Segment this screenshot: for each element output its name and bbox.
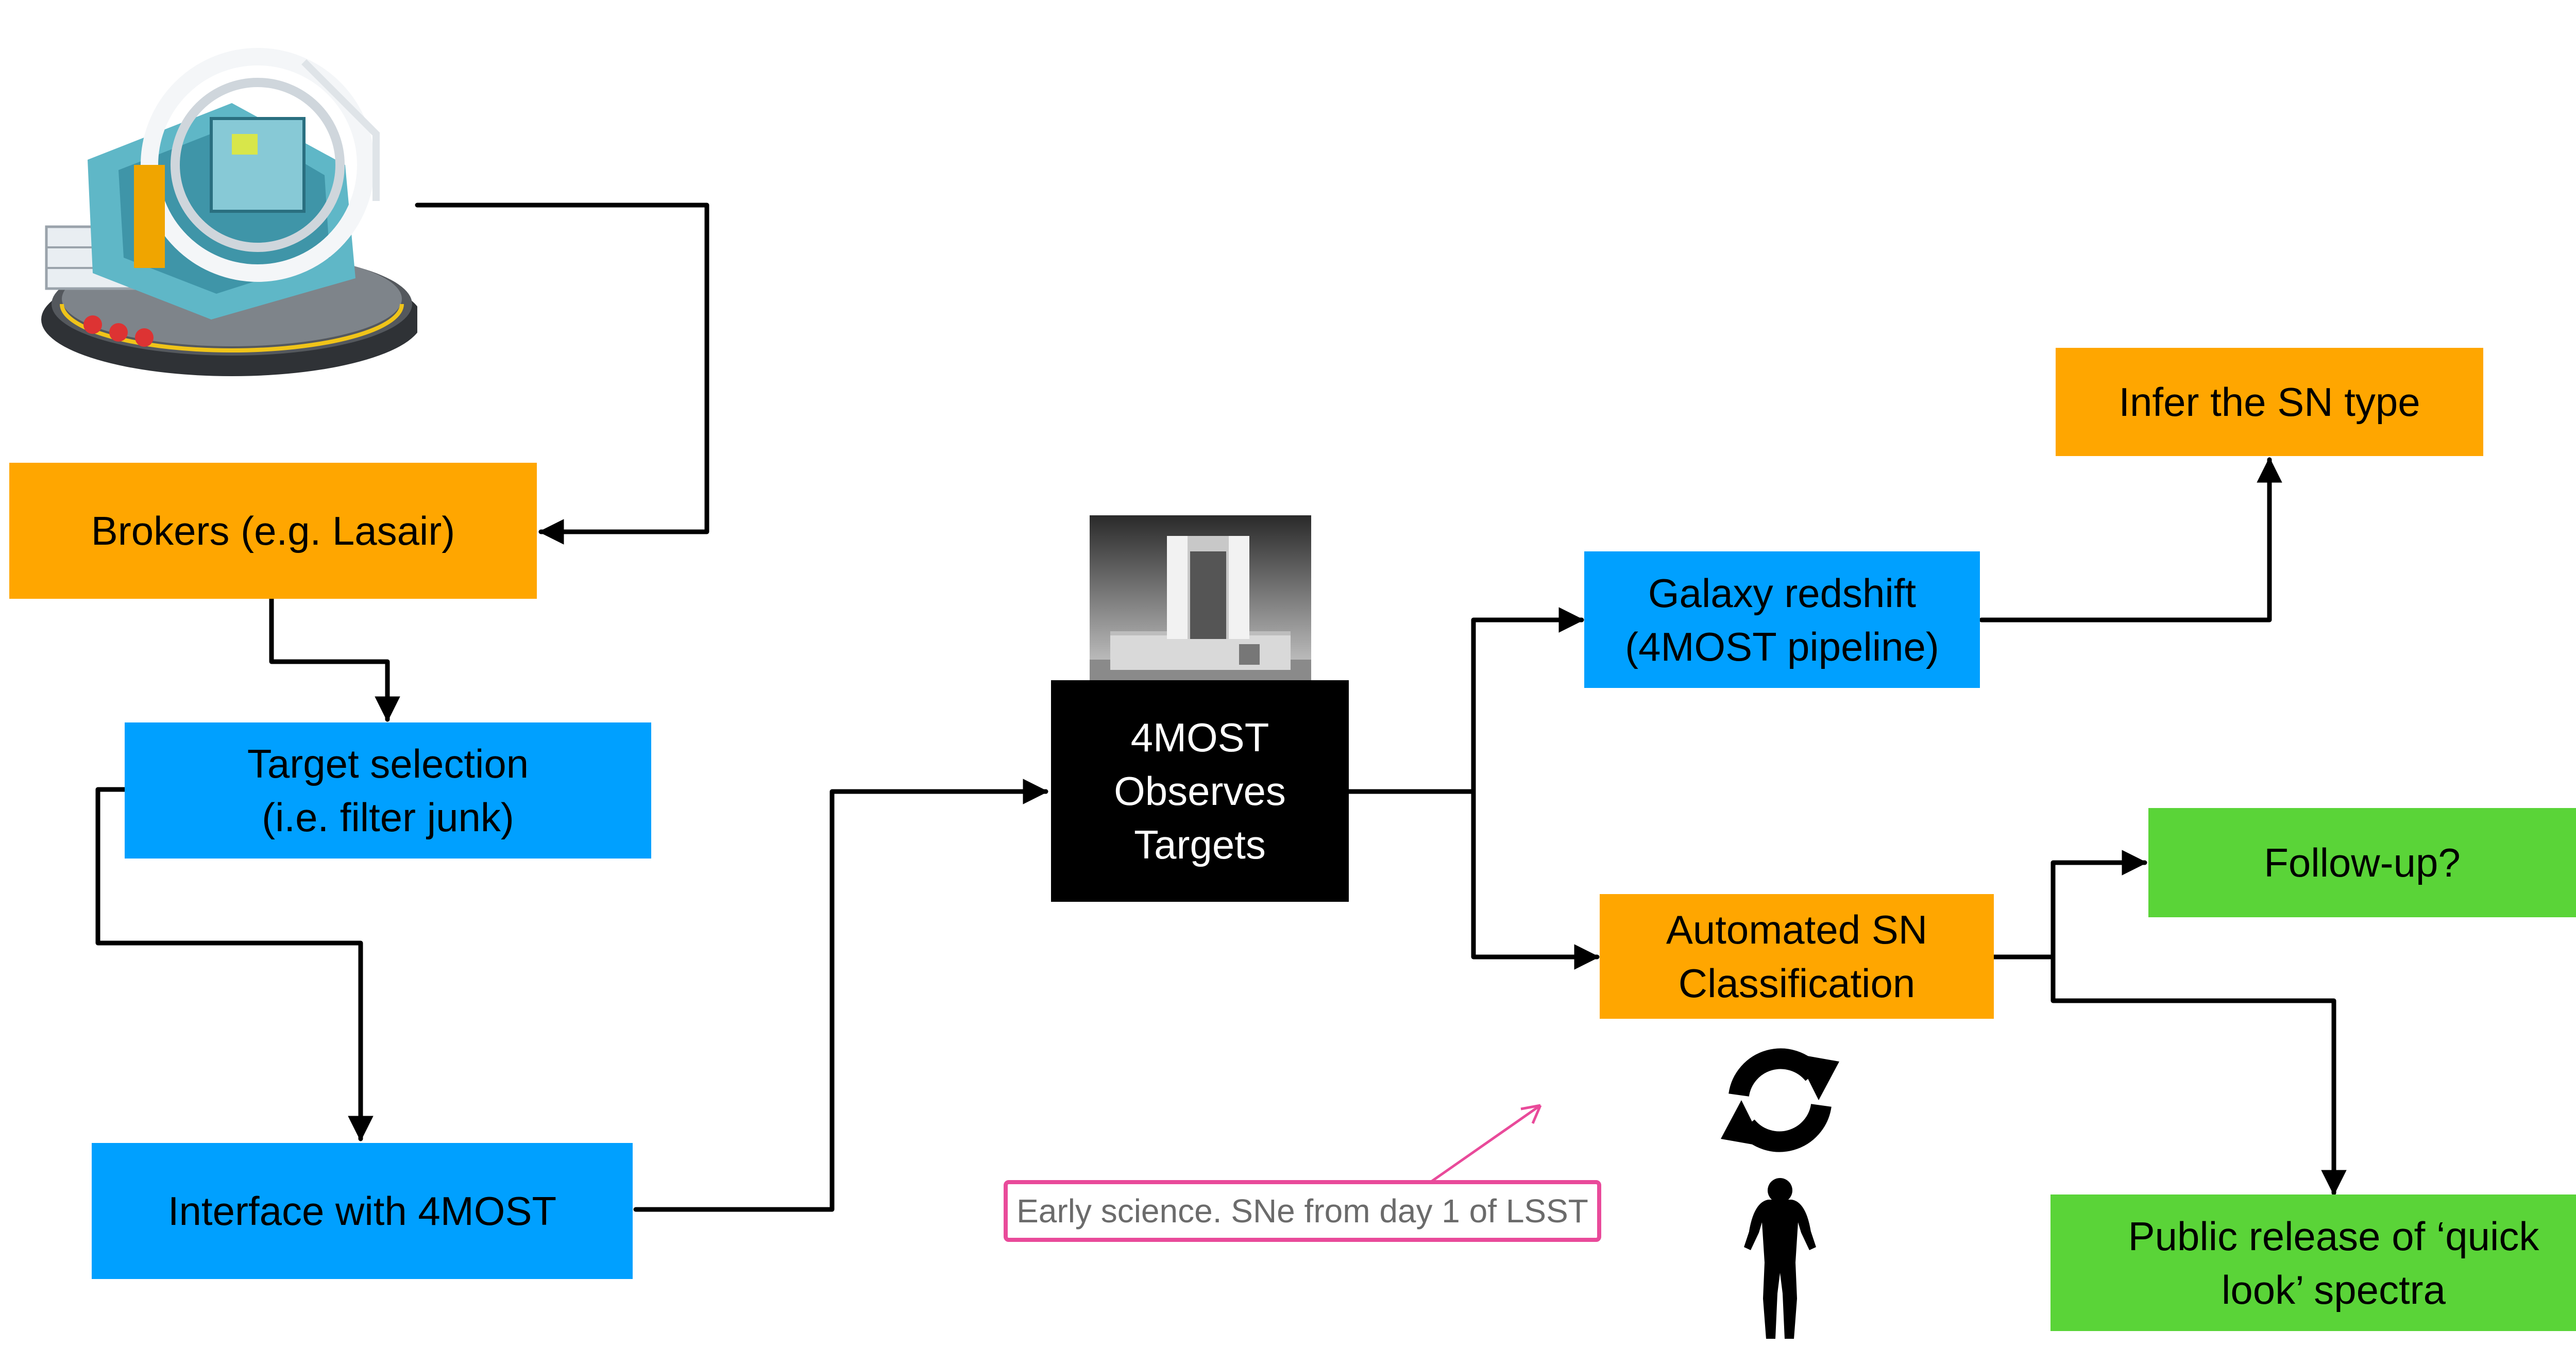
arrow-selection-to-interface <box>95 787 374 1141</box>
galaxy-redshift-label-line-2: (4MOST pipeline) <box>1625 624 1939 669</box>
infer-sn-type-label: Infer the SN type <box>2119 379 2420 425</box>
galaxy-redshift-label-line-1: Galaxy redshift <box>1648 570 1917 616</box>
brokers-label: Brokers (e.g. Lasair) <box>91 508 455 553</box>
4most-telescope-photo <box>1090 515 1311 681</box>
arrow-brokers-to-selection <box>269 596 400 722</box>
early-science-note: Early science. SNe from day 1 of LSST <box>1004 1180 1601 1242</box>
classification-label-line-1: Automated SN <box>1666 907 1928 952</box>
arrow-observes-to-redshift <box>1471 607 1584 794</box>
node-public-release: Public release of ‘quick look’ spectra <box>2050 1194 2576 1331</box>
refresh-cycle-icon <box>1721 1048 1839 1152</box>
node-automated-classification: Automated SN Classification <box>1600 894 1994 1019</box>
node-target-selection: Target selection (i.e. filter junk) <box>125 722 651 859</box>
arrow-interface-to-observes <box>633 779 1048 1212</box>
target-selection-label-line-1: Target selection <box>247 741 529 786</box>
node-infer-sn-type: Infer the SN type <box>2056 348 2483 456</box>
arrow-redshift-to-infer <box>1979 457 2282 622</box>
person-silhouette-icon <box>1744 1178 1816 1339</box>
node-interface-4most: Interface with 4MOST <box>92 1143 633 1279</box>
observes-label-line-3: Targets <box>1134 822 1266 867</box>
node-4most-observes: 4MOST Observes Targets <box>1051 680 1349 902</box>
node-galaxy-redshift: Galaxy redshift (4MOST pipeline) <box>1584 551 1980 688</box>
lsst-telescope-image <box>41 48 417 376</box>
arrow-classification-to-release <box>2050 954 2347 1196</box>
follow-up-label: Follow-up? <box>2264 840 2461 885</box>
public-release-label-line-2: look’ spectra <box>2222 1267 2446 1313</box>
public-release-label-line-1: Public release of ‘quick <box>2128 1213 2539 1259</box>
interface-label: Interface with 4MOST <box>167 1188 557 1234</box>
node-follow-up: Follow-up? <box>2148 808 2576 917</box>
arrow-observes-to-classification <box>1471 789 1600 970</box>
early-science-note-text: Early science. SNe from day 1 of LSST <box>1016 1192 1588 1230</box>
observes-label-line-2: Observes <box>1114 768 1286 814</box>
arrow-classification-to-followup <box>2050 850 2147 960</box>
node-brokers: Brokers (e.g. Lasair) <box>9 463 537 599</box>
target-selection-label-line-2: (i.e. filter junk) <box>262 795 514 840</box>
annotation-pointer <box>1429 1104 1542 1184</box>
observes-label-line-1: 4MOST <box>1130 715 1269 760</box>
arrow-telescope-to-brokers <box>415 203 709 545</box>
classification-label-line-2: Classification <box>1678 961 1916 1006</box>
